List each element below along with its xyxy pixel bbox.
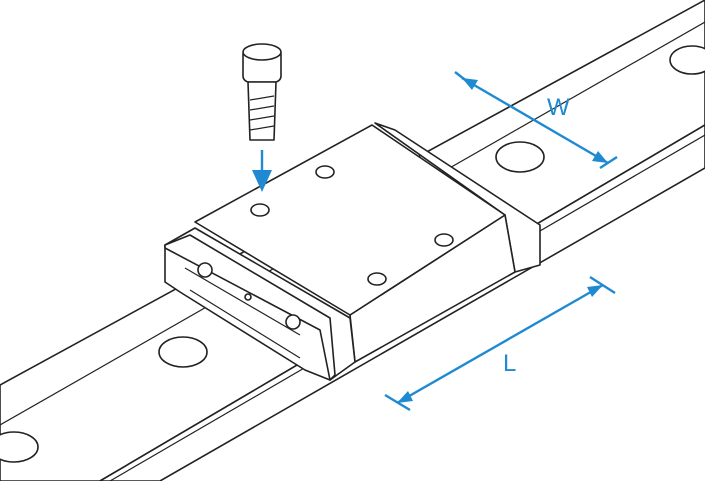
width-label: W	[547, 94, 570, 121]
rail-hole	[669, 45, 705, 75]
mounting-hole	[250, 203, 270, 217]
grease-nipple	[244, 293, 252, 301]
rail-hole	[158, 336, 208, 368]
rail-hole	[495, 141, 545, 173]
mounting-hole	[315, 165, 335, 179]
end-seal-screw	[197, 262, 213, 278]
mounting-hole	[367, 272, 387, 286]
insert-arrow-icon	[252, 150, 272, 192]
length-dimension	[384, 275, 616, 412]
mounting-hole	[434, 233, 454, 247]
cap-screw	[242, 43, 282, 141]
end-seal-screw	[285, 314, 301, 330]
carriage-block	[164, 122, 541, 381]
rail-hole	[0, 431, 39, 463]
length-label: L	[503, 350, 517, 377]
width-dimension	[454, 71, 618, 170]
